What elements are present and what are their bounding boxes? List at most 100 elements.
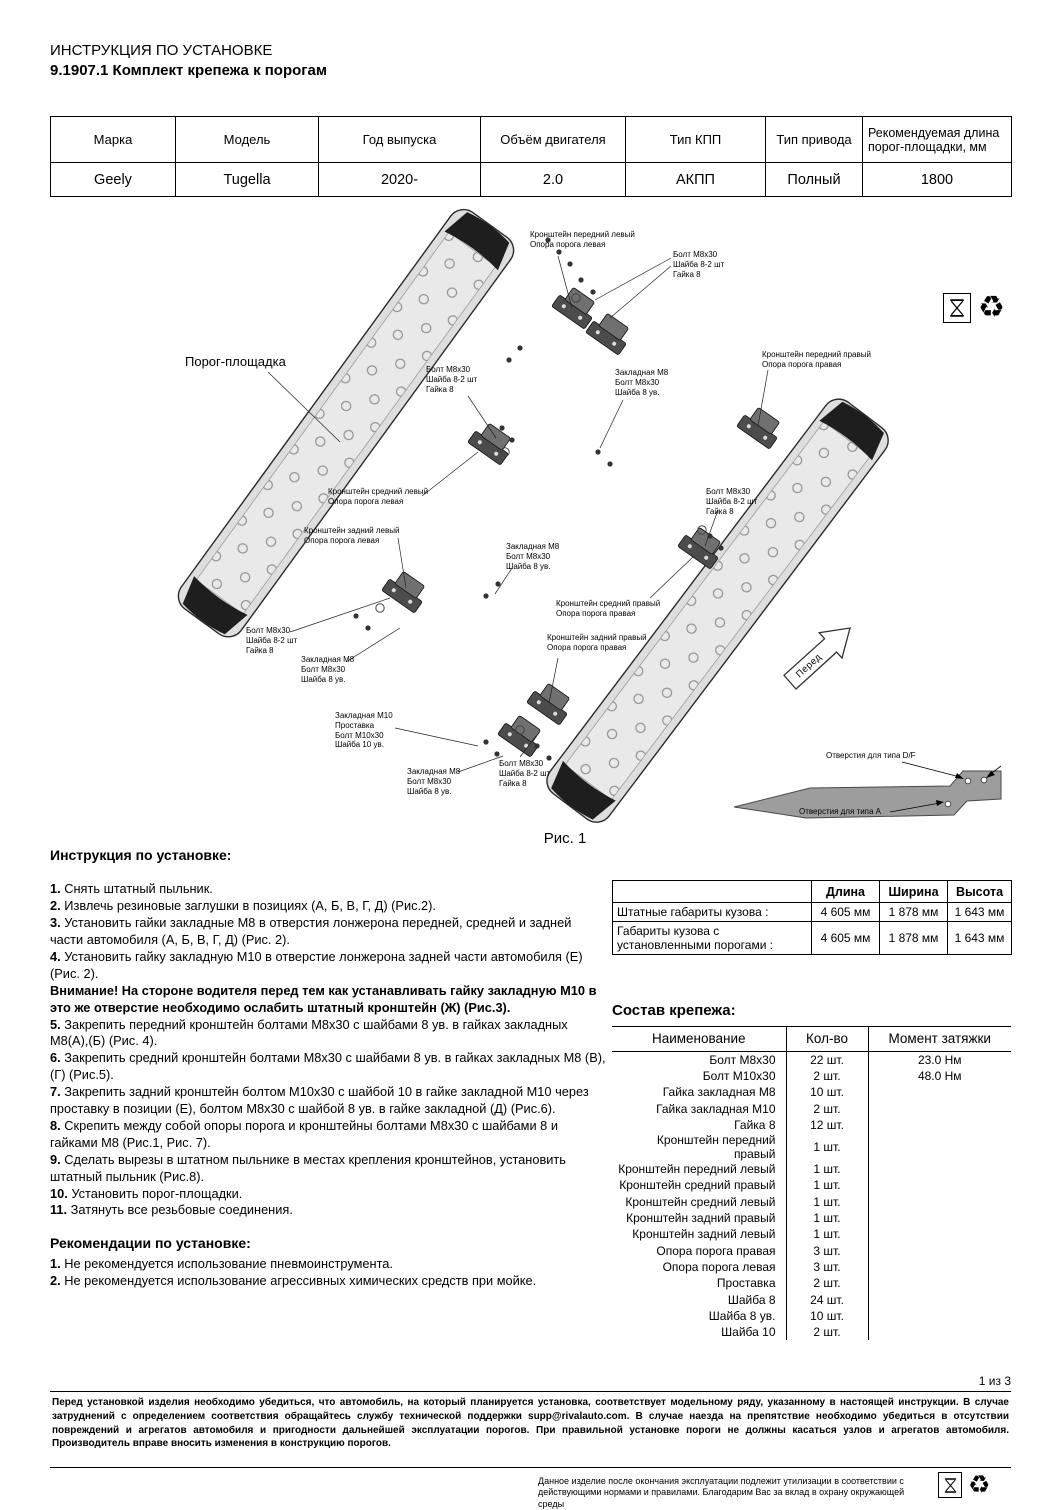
callout-bracket-front-left: Кронштейн передний левый Опора порога ле… bbox=[530, 230, 635, 249]
callout-bracket-rear-right: Кронштейн задний правый Опора порога пра… bbox=[547, 633, 647, 652]
item-number: 10. bbox=[50, 1185, 68, 1201]
page-title: ИНСТРУКЦИЯ ПО УСТАНОВКЕ bbox=[50, 42, 273, 59]
washers bbox=[375, 293, 707, 735]
dimensions-row: Габариты кузова с установленными порогам… bbox=[612, 921, 1012, 955]
part-torque bbox=[868, 1324, 1011, 1340]
item-text: Снять штатный пыльник. bbox=[64, 881, 213, 897]
part-name: Кронштейн задний левый bbox=[632, 1227, 776, 1242]
dimension-value: 1 878 мм bbox=[879, 921, 948, 955]
part-qty: 1 шт. bbox=[785, 1226, 869, 1243]
item-number: 3. bbox=[50, 915, 61, 931]
instruction-item: 7. Закрепить задний кронштейн болтом М10… bbox=[50, 1084, 606, 1118]
instruction-warning: Внимание! На стороне водителя перед тем … bbox=[50, 983, 606, 1017]
item-text: Затянуть все резьбовые соединения. bbox=[70, 1202, 293, 1218]
vehicle-col-header: Тип привода bbox=[765, 116, 863, 163]
callout-bolt-m8-rear-left: Болт М8х30 Шайба 8-2 шт Гайка 8 bbox=[246, 626, 298, 655]
bolts bbox=[353, 237, 724, 761]
running-board-left bbox=[171, 202, 521, 644]
vehicle-col-header: Рекомендуемая длина порог-площадки, мм bbox=[862, 116, 1012, 163]
callout-nut-m8-front: Закладная М8 Болт М8х30 Шайба 8 ув. bbox=[615, 368, 669, 397]
part-qty: 1 шт. bbox=[785, 1209, 869, 1227]
parts-row: Шайба 8 ув.10 шт. bbox=[612, 1307, 1011, 1324]
callout-bolt-m8-top: Болт М8х30 Шайба 8-2 шт Гайка 8 bbox=[673, 250, 725, 279]
footer-warning: Перед установкой изделия необходимо убед… bbox=[50, 1391, 1011, 1468]
item-text: Извлечь резиновые заглушки в позициях (А… bbox=[64, 898, 436, 914]
callout-bracket-rear-left: Кронштейн задний левый Опора порога лева… bbox=[304, 526, 400, 545]
leader-lines bbox=[267, 255, 769, 773]
part-name: Кронштейн средний правый bbox=[619, 1178, 776, 1193]
callout-holes-type-a: Отверстия для типа A bbox=[799, 807, 881, 816]
vehicle-value-year: 2020- bbox=[318, 162, 481, 197]
item-number: 4. bbox=[50, 949, 61, 965]
part-name: Кронштейн средний левый bbox=[625, 1194, 776, 1209]
dimensions-row-label: Штатные габариты кузова : bbox=[612, 902, 812, 922]
dimensions-row-label: Габариты кузова с установленными порогам… bbox=[612, 921, 812, 955]
recommendation-item: 1. Не рекомендуется использование пневмо… bbox=[50, 1256, 606, 1273]
dimensions-header-row: Длина Ширина Высота bbox=[612, 880, 1012, 903]
bracket-middle-left bbox=[467, 418, 517, 466]
item-text: Установить порог-площадки. bbox=[71, 1185, 243, 1201]
instruction-item: 1. Снять штатный пыльник. bbox=[50, 881, 606, 898]
recycle-icon: ♻ bbox=[968, 1470, 991, 1499]
support-front-left bbox=[585, 308, 635, 356]
part-torque bbox=[868, 1259, 1011, 1275]
part-qty: 3 шт. bbox=[785, 1258, 869, 1276]
part-name: Проставка bbox=[716, 1276, 776, 1291]
page-number: 1 из 3 bbox=[978, 1374, 1011, 1388]
part-qty: 1 шт. bbox=[785, 1193, 869, 1210]
parts-col-header: Кол-во bbox=[785, 1027, 869, 1052]
dimensions-empty-cell bbox=[612, 880, 812, 903]
dimensions-row: Штатные габариты кузова : 4 605 мм 1 878… bbox=[612, 902, 1012, 922]
item-number: 9. bbox=[50, 1151, 61, 1167]
recommendations-heading: Рекомендации по установке: bbox=[50, 1235, 251, 1252]
dimension-value: 4 605 мм bbox=[811, 902, 880, 922]
support-rear-right bbox=[497, 710, 547, 758]
figure-1: Кронштейн передний левый Опора порога ле… bbox=[50, 200, 1011, 850]
instruction-item: 8. Скрепить между собой опоры порога и к… bbox=[50, 1118, 606, 1152]
instruction-item: 3. Установить гайки закладные М8 в отвер… bbox=[50, 915, 606, 949]
part-qty: 1 шт. bbox=[785, 1160, 869, 1178]
item-text: Сделать вырезы в штатном пыльнике в мест… bbox=[50, 1151, 566, 1184]
part-qty: 3 шт. bbox=[785, 1242, 869, 1259]
dimension-value: 1 643 мм bbox=[947, 902, 1012, 922]
callout-bolt-m8-rear-right: Болт М8х30 Шайба 8-2 шт Гайка 8 bbox=[499, 759, 551, 788]
part-name: Кронштейн передний правый bbox=[656, 1132, 776, 1161]
vehicle-col-header: Тип КПП bbox=[625, 116, 766, 163]
item-text: На стороне водителя перед тем как устана… bbox=[50, 982, 597, 1015]
part-torque bbox=[868, 1210, 1011, 1226]
parts-section: Состав крепежа: Наименование Кол-во Моме… bbox=[612, 1002, 1011, 1341]
callout-nut-m8-rear-left: Закладная М8 Болт М8х30 Шайба 8 ув. bbox=[301, 655, 355, 684]
dimensions-col-header: Ширина bbox=[879, 880, 948, 903]
part-name: Кронштейн задний правый bbox=[626, 1211, 776, 1226]
part-name: Болт М8х30 bbox=[709, 1052, 776, 1067]
vehicle-value-gearbox: АКПП bbox=[625, 162, 766, 197]
callout-nut-m8-middle: Закладная М8 Болт М8х30 Шайба 8 ув. bbox=[506, 542, 560, 571]
instruction-item: 2. Извлечь резиновые заглушки в позициях… bbox=[50, 898, 606, 915]
hourglass-icon bbox=[950, 299, 964, 317]
part-torque bbox=[868, 1291, 1011, 1307]
item-text: Закрепить передний кронштейн болтами М8х… bbox=[50, 1016, 568, 1049]
parts-row: Кронштейн задний правый 1 шт. bbox=[612, 1209, 1011, 1227]
vehicle-col-header: Объём двигателя bbox=[480, 116, 626, 163]
hourglass-box-icon bbox=[938, 1472, 962, 1498]
item-text: Установить гайку закладную М10 в отверст… bbox=[50, 949, 583, 981]
item-text: Не рекомендуется использование пневмоинс… bbox=[64, 1255, 393, 1271]
vehicle-table-header-row: Марка Модель Год выпуска Объём двигателя… bbox=[50, 116, 1012, 163]
forward-arrow bbox=[783, 627, 851, 690]
callout-bracket-middle-left: Кронштейн средний левый Опора порога лев… bbox=[328, 487, 429, 506]
vehicle-col-header: Модель bbox=[175, 116, 319, 163]
callout-bolt-m8-right: Болт М8х30 Шайба 8-2 шт Гайка 8 bbox=[706, 487, 758, 516]
part-torque: 48.0 Нм bbox=[917, 1068, 962, 1083]
part-name: Гайка 8 bbox=[734, 1117, 776, 1132]
bracket-rear-right bbox=[526, 678, 576, 726]
recommendation-item: 2. Не рекомендуется использование агресс… bbox=[50, 1273, 606, 1290]
